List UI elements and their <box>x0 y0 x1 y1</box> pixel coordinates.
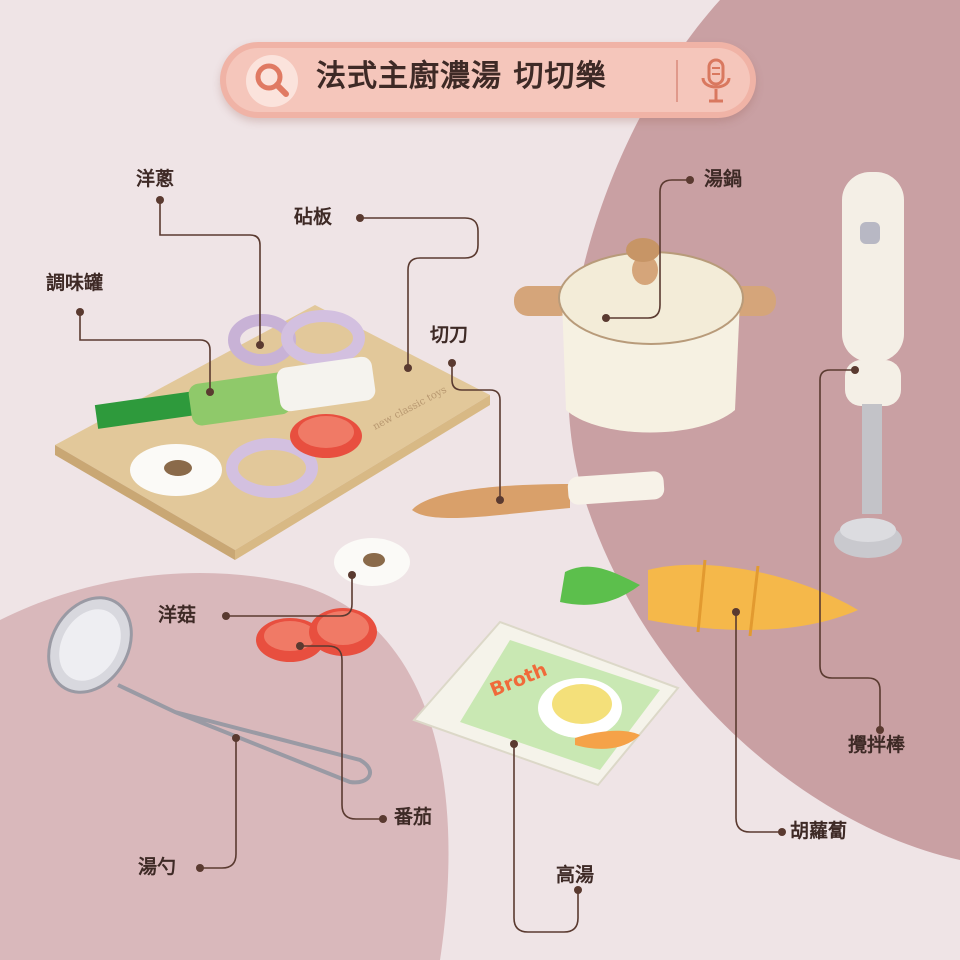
label-pot: 湯鍋 <box>704 168 743 190</box>
mushroom-illustration <box>130 444 410 586</box>
label-broth: 高湯 <box>556 864 595 886</box>
label-hand-blender: 攪拌棒 <box>848 734 906 756</box>
label-onion: 洋蔥 <box>136 168 175 190</box>
label-mushroom: 洋菇 <box>158 604 197 626</box>
search-bar-inner <box>226 48 750 112</box>
label-knife: 切刀 <box>430 324 469 346</box>
leader-dots <box>76 176 884 894</box>
label-ladle: 湯勺 <box>138 856 177 878</box>
search-divider <box>676 60 678 102</box>
leader-lines <box>79 179 881 933</box>
knife-illustration <box>412 471 665 518</box>
ladle-illustration <box>47 596 372 785</box>
label-carrot: 胡蘿蔔 <box>790 820 848 842</box>
label-cutting-board: 砧板 <box>294 206 333 228</box>
broth-pack-illustration <box>412 620 680 787</box>
blender-illustration <box>834 172 904 558</box>
tomato-illustration <box>256 414 377 662</box>
search-bar[interactable]: 法式主廚濃湯 切切樂 <box>220 42 756 118</box>
carrot-illustration <box>560 559 858 637</box>
search-icon[interactable] <box>244 53 300 109</box>
search-query-text[interactable]: 法式主廚濃湯 切切樂 <box>316 59 607 94</box>
label-tomato: 番茄 <box>394 806 433 828</box>
onion-illustration <box>226 310 365 498</box>
microphone-icon[interactable] <box>698 56 734 106</box>
label-spice-jar: 調味罐 <box>46 272 104 294</box>
leek-illustration <box>94 356 376 429</box>
